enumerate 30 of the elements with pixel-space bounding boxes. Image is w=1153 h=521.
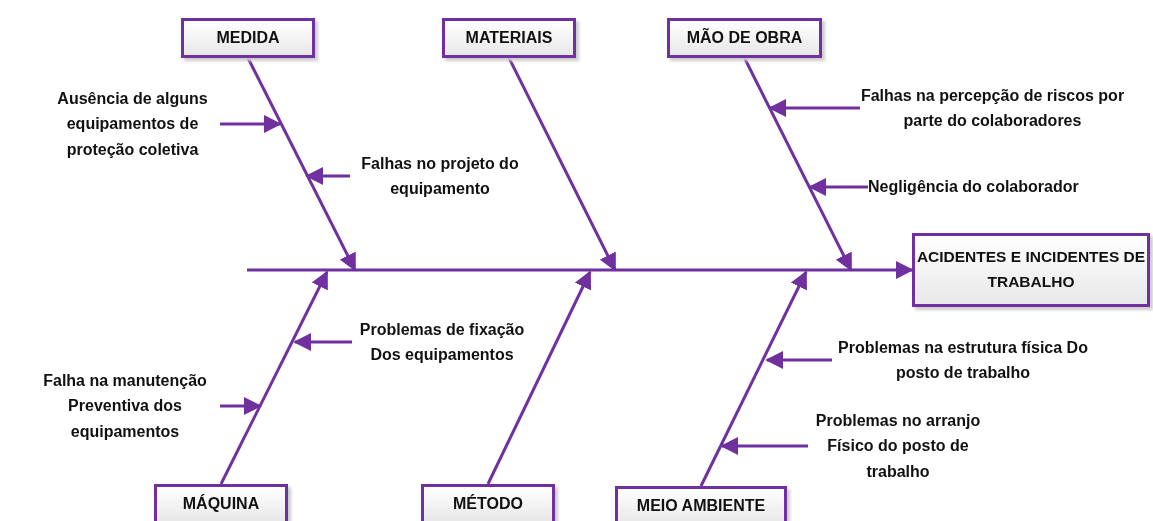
arrow xyxy=(699,270,808,487)
arrow xyxy=(293,333,352,351)
arrow xyxy=(220,115,282,133)
arrow xyxy=(743,57,853,272)
category-box: MEIO AMBIENTE xyxy=(615,486,787,521)
cause-label: Falhas no projeto do equipamento xyxy=(350,150,530,202)
cause-label: Problemas de fixação Dos equipamentos xyxy=(352,316,532,368)
arrow xyxy=(765,351,832,369)
cause-label: Problemas no arranjo Físico do posto de trabalho xyxy=(808,407,988,485)
arrow xyxy=(305,167,350,185)
cause-label: Falha na manutenção Preventiva dos equipamentos xyxy=(30,367,220,445)
arrow xyxy=(220,397,262,415)
arrow xyxy=(720,437,808,455)
cause-label: Ausência de alguns equipamentos de proteção coletiva xyxy=(45,85,220,163)
spine-arrow xyxy=(247,261,914,279)
arrow xyxy=(507,57,617,272)
cause-label: Falhas na percepção de riscos por parte do colaboradores xyxy=(860,82,1125,134)
effect-box: ACIDENTES E INCIDENTES DE TRABALHO xyxy=(912,233,1150,307)
arrow xyxy=(246,57,357,272)
category-box: MÉTODO xyxy=(421,484,555,521)
arrow xyxy=(486,270,592,485)
arrow xyxy=(219,270,329,485)
category-box: MÃO DE OBRA xyxy=(667,18,822,58)
category-box: MATERIAIS xyxy=(442,18,576,58)
arrow xyxy=(808,178,868,196)
cause-label: Problemas na estrutura física Do posto de trabalho xyxy=(832,334,1094,386)
arrow xyxy=(768,99,860,117)
category-box: MEDIDA xyxy=(181,18,315,58)
category-box: MÁQUINA xyxy=(154,484,288,521)
cause-label: Negligência do colaborador xyxy=(868,174,1079,200)
